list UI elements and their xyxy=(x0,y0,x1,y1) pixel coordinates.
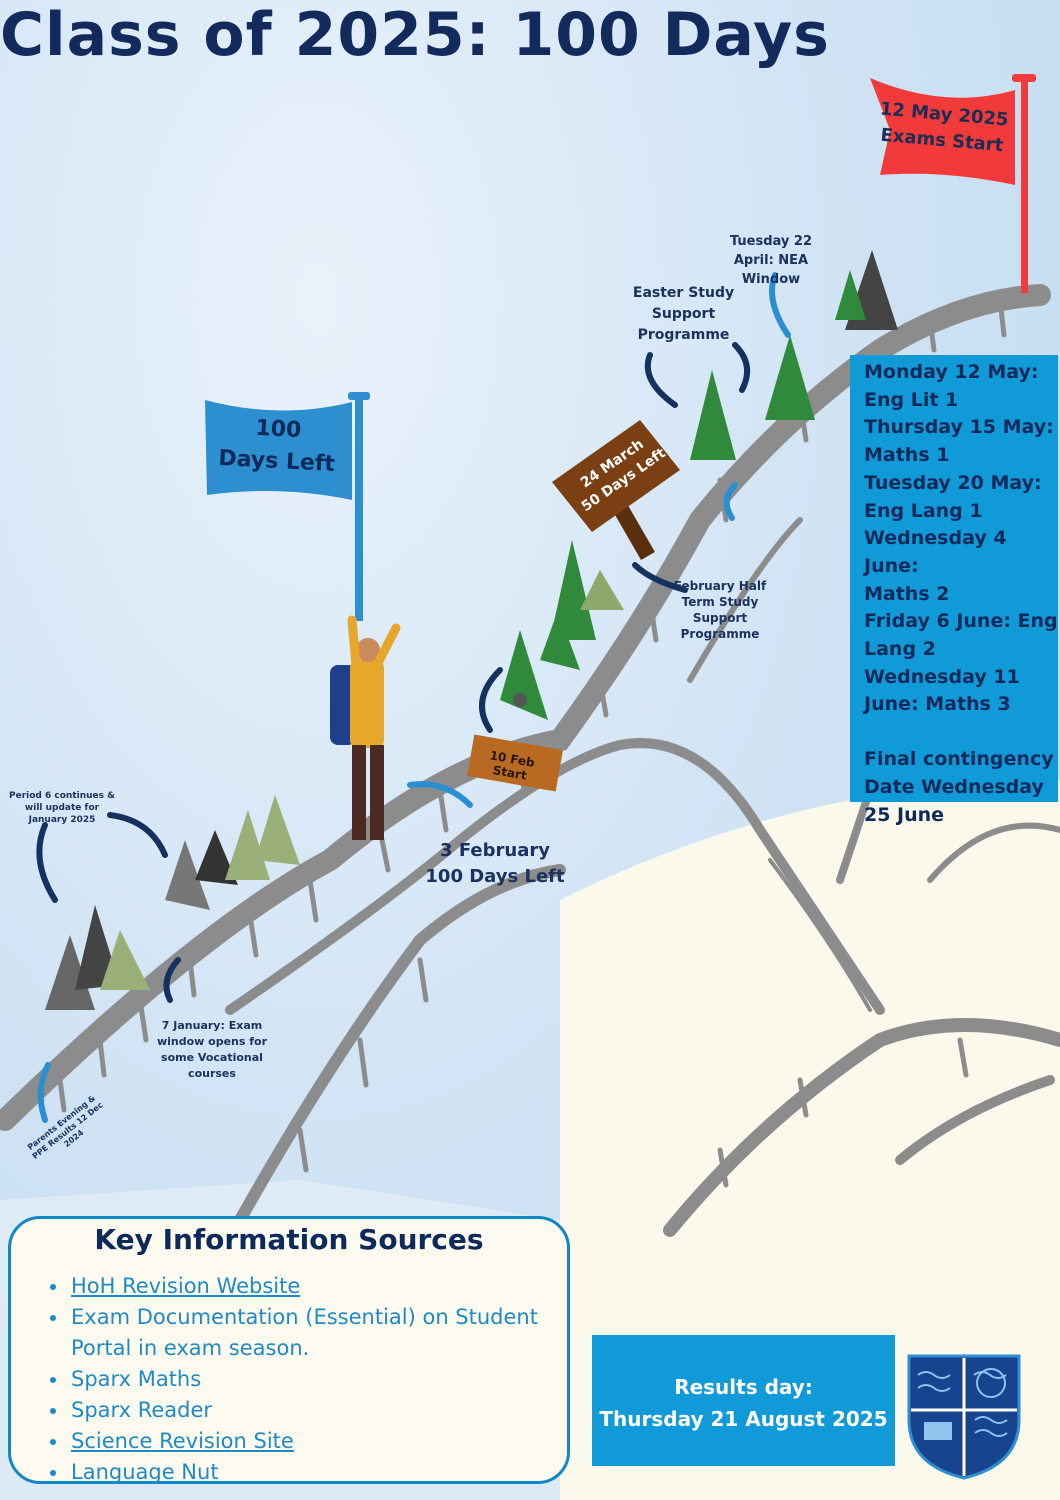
arrow-icon xyxy=(36,272,791,1123)
information-list: HoH Revision Website Exam Documentation … xyxy=(47,1271,567,1488)
list-item: Sparx Maths xyxy=(69,1364,567,1395)
exam-date-line: Lang 2 xyxy=(864,638,936,661)
climber-figure xyxy=(330,615,401,840)
easter-support-label: Easter Study Support Programme xyxy=(632,285,735,343)
science-revision-link[interactable]: Science Revision Site xyxy=(71,1429,294,1453)
list-item: Exam Documentation (Essential) on Studen… xyxy=(69,1302,567,1364)
february-half-term-label: February Half Term Study Support Program… xyxy=(673,579,767,641)
exam-date-line: Maths 2 xyxy=(864,582,950,605)
list-item: Language Nut xyxy=(69,1457,567,1488)
exam-date-line: Eng Lit 1 xyxy=(864,388,959,411)
key-information-box: Key Information Sources HoH Revision Web… xyxy=(8,1216,570,1484)
exam-date-line: Tuesday 20 May: xyxy=(864,471,1042,494)
exam-date-line: Friday 6 June: Eng xyxy=(864,610,1058,633)
hoh-revision-link[interactable]: HoH Revision Website xyxy=(71,1274,301,1298)
period-6-label: Period 6 continues & will update for Jan… xyxy=(9,791,115,825)
signpost-icon xyxy=(467,420,680,792)
key-information-heading: Key Information Sources xyxy=(94,1223,484,1256)
flag-icon xyxy=(870,74,1036,293)
exam-date-line: Date Wednesday xyxy=(864,775,1044,798)
flag-icon xyxy=(205,392,370,621)
exam-date-line: Wednesday 4 June: xyxy=(864,527,1014,577)
tree-icon xyxy=(45,250,898,1010)
three-february-label: 3 February 100 Days Left xyxy=(425,840,565,887)
exam-date-line: Eng Lang 1 xyxy=(864,499,983,522)
page-title: Class of 2025: 100 Days xyxy=(0,0,830,70)
exam-date-line: Maths 1 xyxy=(864,444,950,467)
list-item: Sparx Reader xyxy=(69,1395,567,1426)
hundred-days-flag-label: 100 Days Left xyxy=(217,415,336,478)
results-day-box: Results day: Thursday 21 August 2025 xyxy=(592,1335,895,1466)
exam-date-line: June: Maths 3 xyxy=(864,693,1011,716)
seven-january-label: 7 January: Exam window opens for some Vo… xyxy=(156,1019,268,1080)
nea-window-label: Tuesday 22 April: NEA Window xyxy=(729,234,813,287)
school-crest-icon xyxy=(907,1354,1021,1480)
list-item[interactable]: Science Revision Site xyxy=(69,1426,567,1457)
exam-date-line xyxy=(864,719,1058,746)
exam-date-line: Final contingency xyxy=(864,748,1054,771)
exam-date-line: Monday 12 May: xyxy=(864,361,1039,383)
list-item[interactable]: HoH Revision Website xyxy=(69,1271,567,1302)
exam-date-line: Thursday 15 May: xyxy=(864,416,1054,439)
exam-dates-box: Monday 12 May: Eng Lit 1 Thursday 15 May… xyxy=(850,355,1058,826)
exam-date-line: 25 June xyxy=(864,803,945,826)
exam-date-line: Wednesday 11 xyxy=(864,665,1020,688)
